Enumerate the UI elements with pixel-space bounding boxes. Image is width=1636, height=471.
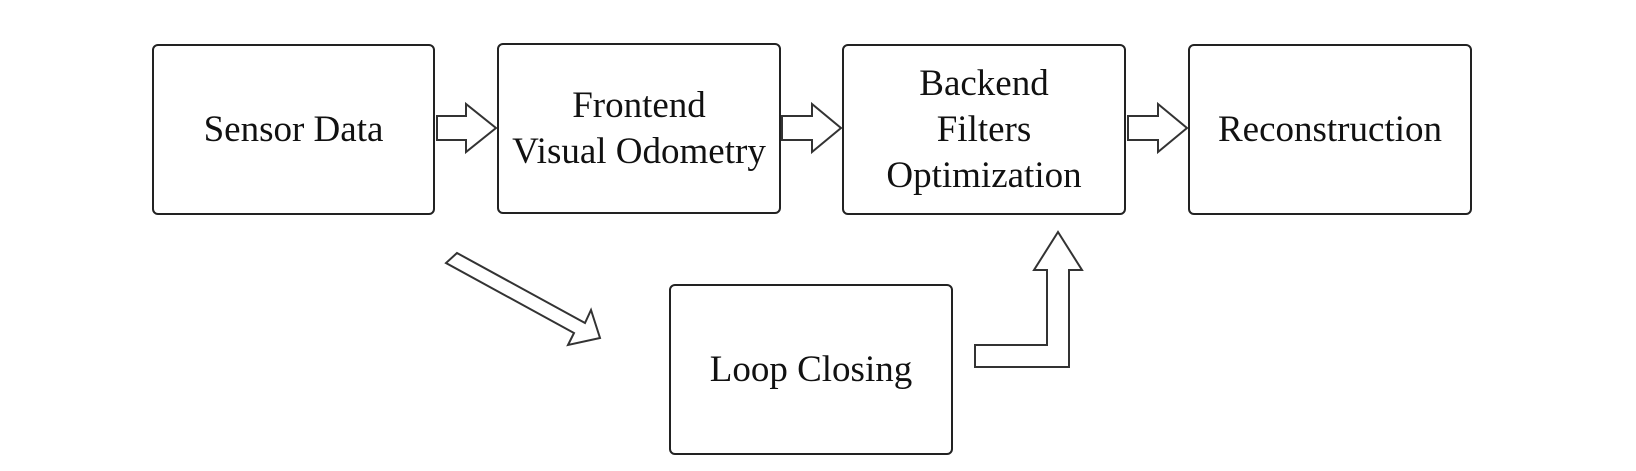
- frontend-node: Frontend Visual Odometry: [497, 43, 781, 214]
- sensor-data-label: Sensor Data: [203, 108, 384, 150]
- arrow-frontend-to-backend: [781, 101, 843, 155]
- arrow-loop-closing-to-backend: [974, 230, 1084, 368]
- backend-label: Backend: [919, 62, 1049, 104]
- loop-closing-node: Loop Closing: [669, 284, 953, 455]
- filters-label: Filters: [936, 108, 1032, 150]
- arrow-backend-to-reconstruction: [1127, 101, 1189, 155]
- arrow-sensor-to-loop-closing: [444, 251, 602, 347]
- backend-node: Backend Filters Optimization: [842, 44, 1126, 215]
- reconstruction-node: Reconstruction: [1188, 44, 1472, 215]
- frontend-label: Frontend: [572, 84, 706, 126]
- reconstruction-label: Reconstruction: [1217, 108, 1442, 150]
- loop-closing-label: Loop Closing: [709, 348, 913, 390]
- arrow-sensor-to-frontend: [436, 101, 498, 155]
- visual-odometry-label: Visual Odometry: [512, 130, 766, 172]
- optimization-label: Optimization: [886, 154, 1082, 196]
- sensor-data-node: Sensor Data: [152, 44, 435, 215]
